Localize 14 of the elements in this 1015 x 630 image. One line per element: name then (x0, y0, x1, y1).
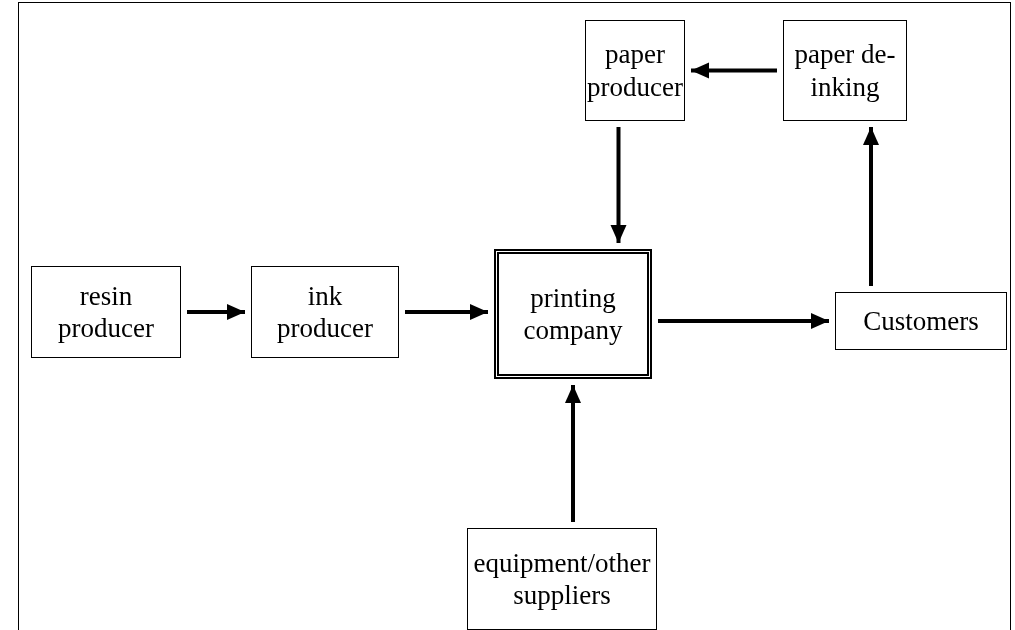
arrow (691, 62, 777, 79)
process-box: paper producer (585, 20, 685, 121)
arrow (610, 127, 627, 243)
process-box: printing company (494, 249, 652, 379)
arrow (565, 385, 581, 522)
arrow (187, 304, 245, 320)
process-box: paper de-inking (783, 20, 907, 121)
process-box: resin producer (31, 266, 181, 358)
process-box: Customers (835, 292, 1007, 350)
arrow (863, 127, 879, 286)
process-box: ink producer (251, 266, 399, 358)
arrow (658, 313, 829, 329)
process-box: equipment/other suppliers (467, 528, 657, 630)
arrow (405, 304, 488, 320)
